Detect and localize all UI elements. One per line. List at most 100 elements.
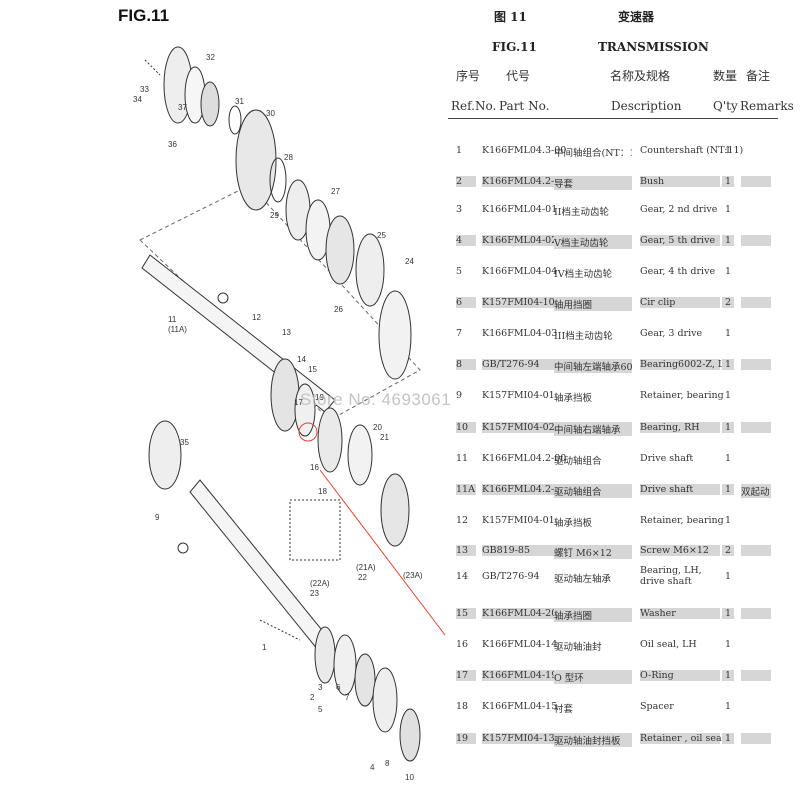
part-name-cn: 驱动轴组合: [554, 456, 602, 467]
part-remarks: 双起动: [741, 484, 771, 498]
table-row: 1K166FML04.3-00中间轴组合(NT：11)Countershaft …: [450, 143, 780, 160]
part-name-en: Drive shaft: [640, 453, 694, 464]
part-qty: 1: [722, 670, 734, 681]
part-name-cn: 轴用挡圈: [554, 297, 632, 311]
part-code: K157FMI04-02: [482, 422, 555, 433]
part-name-en: Retainer, bearing: [640, 515, 724, 526]
part-name-en: O-Ring: [640, 670, 720, 681]
part-ref: 1: [456, 145, 463, 156]
part-code: K166FML04-01: [482, 204, 558, 215]
part-ref: 15: [456, 608, 476, 619]
part-qty: 1: [724, 701, 732, 712]
part-code: K157FMI04-01: [482, 390, 555, 401]
part-name-cn: 螺钉 M6×12: [554, 545, 632, 559]
part-code: K166FML04-20: [482, 608, 558, 619]
callout-number: 28: [284, 153, 293, 162]
part-name-cn: V档主动齿轮: [554, 235, 632, 249]
callout-number: 18: [318, 487, 327, 496]
part-qty: 2: [722, 297, 734, 308]
part-name-cn: 轴承挡板: [554, 393, 593, 404]
part-name-en: Screw M6×12: [640, 545, 720, 556]
part-ref: 3: [456, 204, 463, 215]
part-code: K166FML04.3-00: [482, 145, 567, 156]
store-watermark: Store No: 4693061: [300, 390, 452, 409]
table-row: 8GB/T276-94中间轴左端轴承6002-ZBearing6002-Z, L…: [450, 357, 780, 374]
part-name-cn: 驱动轴油封挡板: [554, 733, 632, 747]
part-name-en: Gear, 5 th drive: [640, 235, 720, 246]
part-name-en: Oil seal, LH: [640, 639, 697, 650]
part-ref: 12: [456, 515, 469, 526]
callout-number: 16: [310, 463, 319, 472]
part-name-cn: IV档主动齿轮: [554, 269, 613, 280]
callout-number: 24: [405, 257, 414, 266]
part-qty: 1: [722, 733, 734, 744]
callout-number: 29: [270, 211, 279, 220]
part-qty: 1: [724, 328, 732, 339]
callout-number: 17: [294, 398, 303, 407]
part-qty: 1: [724, 145, 732, 156]
part-remarks: [741, 545, 771, 556]
part-ref: 11A: [456, 484, 476, 495]
part-ref: 2: [456, 176, 476, 187]
part-name-cn: 中间轴左端轴承6002-Z: [554, 359, 632, 373]
part-qty: 1: [724, 515, 732, 526]
part-ref: 5: [456, 266, 463, 277]
callout-number: 2: [310, 693, 315, 702]
callout-number: 9: [155, 513, 160, 522]
part-name-cn: 驱动轴组合: [554, 484, 632, 498]
part-code: K157FMI04-13: [482, 733, 555, 744]
callout-number: 19: [315, 393, 324, 402]
figure-label: FIG.11: [118, 6, 170, 25]
part-remarks: [741, 608, 771, 619]
part-name-cn: O 型环: [554, 670, 632, 684]
callout-number: 25: [377, 231, 386, 240]
header-ref-en: Ref.No.: [451, 99, 497, 113]
part-qty: 1: [724, 266, 732, 277]
part-code: K166FML04.2-00: [482, 453, 567, 464]
part-remarks: [741, 733, 771, 744]
part-code: K166FML04.2-00B: [482, 484, 574, 495]
part-name-cn: II档主动齿轮: [554, 207, 610, 218]
header-code-cn: 代号: [506, 69, 531, 83]
part-qty: 1: [722, 176, 734, 187]
callout-number: 11: [168, 315, 177, 324]
callout-number: 8: [385, 759, 390, 768]
part-code: K166FML04-03: [482, 328, 558, 339]
part-name-cn: 导套: [554, 176, 632, 190]
part-code: K157FMI04-01: [482, 515, 555, 526]
part-name-en: Drive shaft: [640, 484, 720, 495]
part-name-en: Bearing, LH, drive shaft: [640, 565, 702, 587]
header-desc-en: Description: [611, 99, 682, 113]
part-code: K166FML04-15: [482, 701, 558, 712]
callout-number: 10: [405, 773, 414, 782]
part-ref: 14: [456, 571, 469, 582]
en-figure-title: TRANSMISSION: [598, 40, 709, 54]
part-ref: 4: [456, 235, 476, 246]
part-name-en: Cir clip: [640, 297, 720, 308]
header-separator: [448, 118, 778, 119]
part-name-cn: 驱动轴左轴承: [554, 574, 612, 585]
header-rem-en: Remarks: [740, 99, 794, 113]
callout-number: 3: [318, 683, 323, 692]
part-name-en: Washer: [640, 608, 720, 619]
callout-number: 31: [235, 97, 244, 106]
part-remarks: [741, 422, 771, 433]
part-ref: 8: [456, 359, 476, 370]
part-qty: 1: [724, 571, 732, 582]
header-desc-cn: 名称及规格: [610, 69, 671, 83]
part-name-en: Retainer, bearing: [640, 390, 724, 401]
part-code: K157FMI04-10: [482, 297, 555, 308]
callout-number: 30: [266, 109, 275, 118]
part-qty: 1: [722, 235, 734, 246]
callout-number: 4: [370, 763, 375, 772]
part-name-cn: 轴承挡板: [554, 518, 593, 529]
